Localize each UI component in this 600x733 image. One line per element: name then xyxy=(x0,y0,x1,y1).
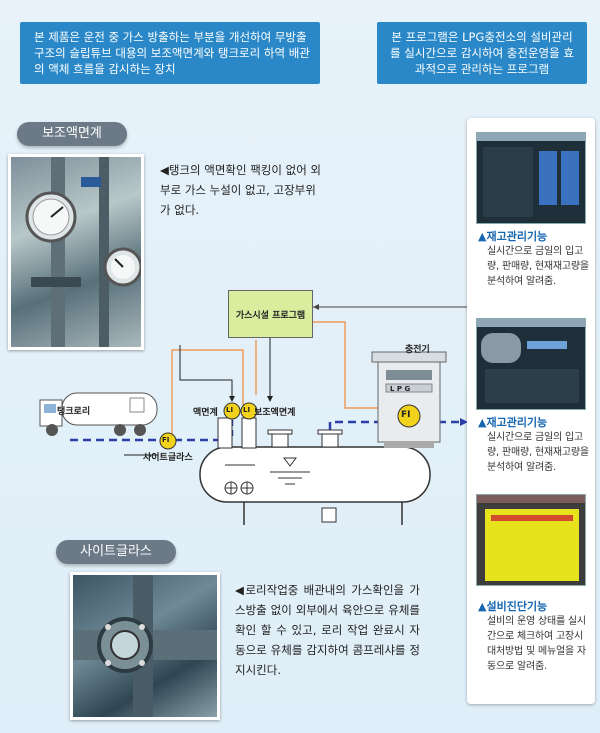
inventory-function-2: ▲재고관리기능 실시간으로 금일의 입고량, 판매량, 현재재고량을 분석하여 … xyxy=(478,414,590,475)
fi-symbol-1-text: FI xyxy=(162,436,170,444)
diagnosis-function-body: 설비의 운영 상태를 실시간으로 체크하여 고장시 대처방법 및 메뉴얼을 자동… xyxy=(487,616,586,672)
gas-facility-program-box: 가스시설 프로그램 xyxy=(228,290,313,338)
aux-level-gauge-label: 보조액면계 xyxy=(254,408,296,418)
li-symbol-2-text: LI xyxy=(243,406,251,414)
lpg-text: L P G xyxy=(390,385,411,393)
aux-gauge-label: 보조액면계 xyxy=(17,122,127,146)
inventory-function-1: ▲재고관리기능 실시간으로 금일의 입고량, 판매량, 현재재고량을 분석하여 … xyxy=(478,228,590,289)
storage-tank xyxy=(199,417,431,525)
program-info-box: 본 프로그램은 LPG충전소의 설비관리를 실시간으로 감시하여 충전운영을 효… xyxy=(377,22,587,84)
aux-gauge-illustration xyxy=(25,157,141,347)
aux-gauge-description: ◀탱크의 액면확인 팩킹이 없어 외부로 가스 누설이 없고, 고장부위가 없다… xyxy=(160,163,322,217)
sight-glass-illustration xyxy=(73,575,217,717)
signal-line-program-dispenser xyxy=(313,321,395,409)
li-symbol-1-text: LI xyxy=(226,406,234,414)
line-aux-gauge xyxy=(179,345,233,400)
level-gauge-symbol xyxy=(223,402,241,420)
sight-glass-label: 사이트글라스 xyxy=(56,540,176,564)
inventory-screen-1 xyxy=(476,132,586,224)
level-gauge-label: 액면계 xyxy=(193,408,218,418)
inventory-screen-2 xyxy=(476,318,586,410)
fi-symbol-2-text: FI xyxy=(401,410,411,420)
dispenser-flow-symbol xyxy=(397,404,421,428)
diagnosis-function-title: ▲설비진단기능 xyxy=(478,600,548,613)
sight-glass-diagram-label: 사이트글라스 xyxy=(143,453,193,463)
sight-glass-symbol xyxy=(159,432,177,450)
diagnosis-function: ▲설비진단기능 설비의 운영 상태를 실시간으로 체크하여 고장시 대처방법 및… xyxy=(478,598,590,674)
sight-glass-description: ◀로리작업중 배관내의 가스확인을 가스방출 없이 외부에서 육안으로 유체를 … xyxy=(235,583,420,677)
tank-lorry xyxy=(39,392,158,436)
aux-level-gauge-symbol xyxy=(240,402,258,420)
tank-lorry-label: 탱크로리 xyxy=(57,407,91,417)
product-info-box: 본 제품은 운전 중 가스 방출하는 부분을 개선하여 무방출 구조의 슬립튜브… xyxy=(20,22,320,84)
diagnosis-screen xyxy=(476,494,586,586)
supply-pipe xyxy=(328,420,395,430)
inventory-function-1-title: ▲재고관리기능 xyxy=(478,230,548,243)
inventory-function-1-body: 실시간으로 금일의 입고량, 판매량, 현재재고량을 분석하여 알려줌. xyxy=(487,246,589,287)
dispenser-machine xyxy=(371,351,447,448)
inventory-function-2-body: 실시간으로 금일의 입고량, 판매량, 현재재고량을 분석하여 알려줌. xyxy=(487,432,589,473)
dispenser-label: 충전기 xyxy=(405,345,430,355)
inventory-function-2-title: ▲재고관리기능 xyxy=(478,416,548,429)
aux-gauge-photo xyxy=(8,154,144,350)
signal-line-program-sight xyxy=(171,349,244,435)
sight-glass-photo xyxy=(70,572,220,720)
